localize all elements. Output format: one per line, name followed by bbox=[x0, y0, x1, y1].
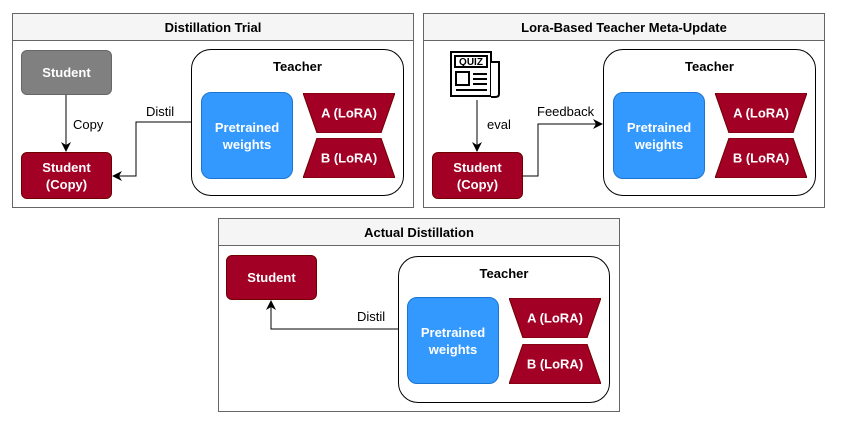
lora-b-node[interactable]: B (LoRA) bbox=[508, 343, 602, 385]
lora-a-node[interactable]: A (LoRA) bbox=[508, 297, 602, 339]
feedback-arrow bbox=[523, 119, 603, 177]
pretrained-weights-node[interactable]: Pretrained weights bbox=[613, 92, 705, 179]
student-node[interactable]: Student bbox=[226, 255, 317, 300]
lora-b-node[interactable]: B (LoRA) bbox=[302, 137, 396, 179]
lora-b-node[interactable]: B (LoRA) bbox=[714, 137, 808, 179]
lora-b-label: B (LoRA) bbox=[526, 356, 584, 372]
lora-a-node[interactable]: A (LoRA) bbox=[302, 92, 396, 134]
distil-label: Distil bbox=[146, 104, 175, 119]
feedback-label: Feedback bbox=[537, 104, 595, 119]
lora-b-label: B (LoRA) bbox=[320, 150, 378, 166]
distil-label: Distil bbox=[357, 309, 386, 324]
eval-label: eval bbox=[487, 117, 511, 132]
student-copy-node[interactable]: Student (Copy) bbox=[21, 152, 112, 199]
lora-a-label: A (LoRA) bbox=[527, 310, 583, 326]
lora-b-label: B (LoRA) bbox=[732, 150, 790, 166]
panel-title: Actual Distillation bbox=[219, 219, 619, 246]
student-node[interactable]: Student bbox=[21, 50, 112, 95]
teacher-title: Teacher bbox=[685, 59, 734, 74]
panel-title: Lora-Based Teacher Meta-Update bbox=[424, 14, 824, 41]
quiz-newspaper-icon: QUIZ bbox=[449, 50, 501, 100]
lora-a-label: A (LoRA) bbox=[321, 105, 377, 121]
copy-label: Copy bbox=[73, 117, 104, 132]
svg-text:QUIZ: QUIZ bbox=[459, 57, 483, 68]
distil-arrow bbox=[266, 300, 398, 330]
teacher-title: Teacher bbox=[479, 266, 529, 281]
student-copy-node[interactable]: Student (Copy) bbox=[432, 152, 523, 199]
teacher-title: Teacher bbox=[273, 59, 322, 74]
pretrained-weights-node[interactable]: Pretrained weights bbox=[407, 297, 499, 384]
panel-title: Distillation Trial bbox=[13, 14, 413, 41]
pretrained-weights-node[interactable]: Pretrained weights bbox=[201, 92, 293, 179]
lora-a-node[interactable]: A (LoRA) bbox=[714, 92, 808, 134]
lora-a-label: A (LoRA) bbox=[733, 105, 789, 121]
distil-arrow bbox=[112, 121, 191, 181]
